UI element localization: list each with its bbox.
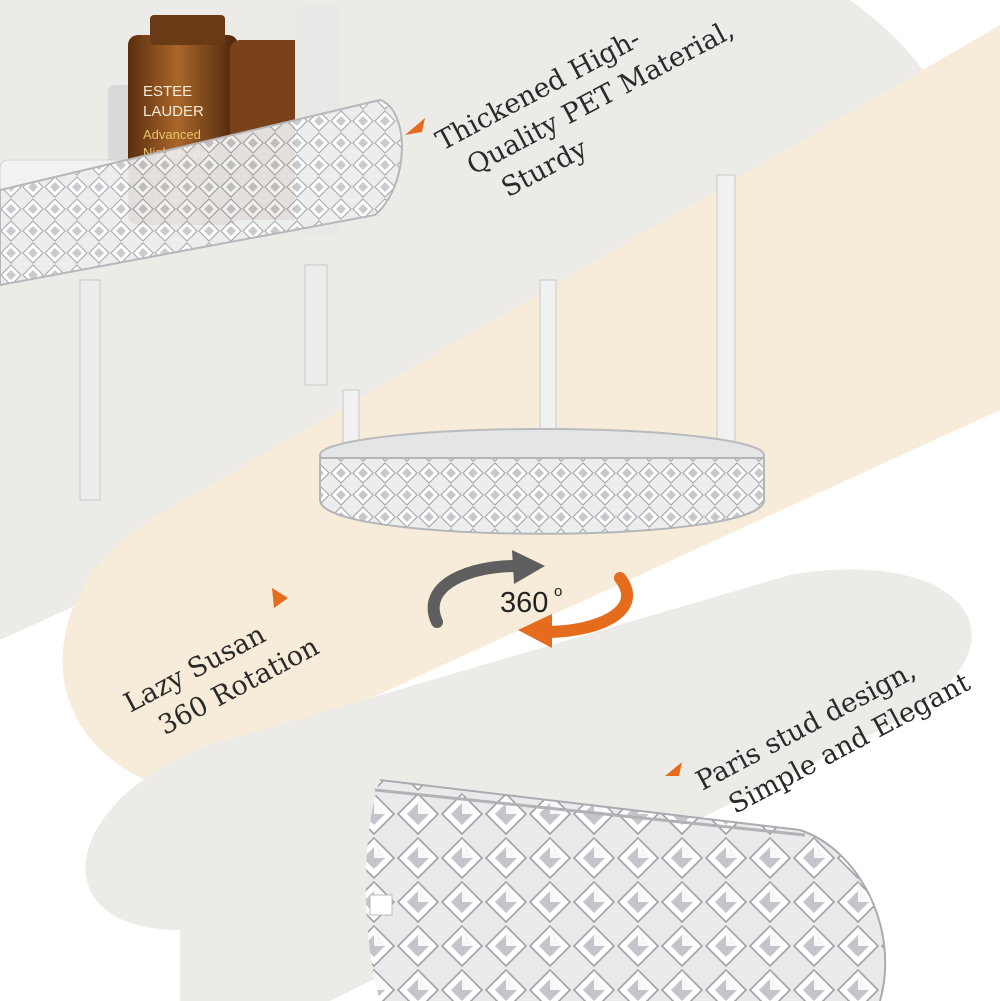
caption-pointer-1 [405,118,425,135]
bottom-band [85,569,972,1001]
rotation-arrow-orange [539,572,633,638]
caption-pointer-3 [665,762,682,776]
tray-rim [0,100,402,285]
caption-pointer-2 [272,588,288,608]
rotation-arrow-gray-head [512,550,545,584]
rotation-arrow-gray [427,559,526,628]
rotation-unit: o [554,583,562,600]
upper-tray-with-cosmetics: ESTEE LAUDER Advanced Night Repair [0,5,403,501]
bottle-brand-line2: LAUDER [143,103,204,120]
stud-closeup [365,779,887,1001]
bottle-product-line1: Advanced [143,127,201,142]
middle-band [62,25,1000,790]
rotation-arrow-orange-head [518,614,552,648]
tray-stud-band [320,458,764,534]
rotation-value: 360 [500,587,548,619]
lower-rotating-tray [319,174,765,535]
bottle-brand-line1: ESTEE [143,83,192,100]
